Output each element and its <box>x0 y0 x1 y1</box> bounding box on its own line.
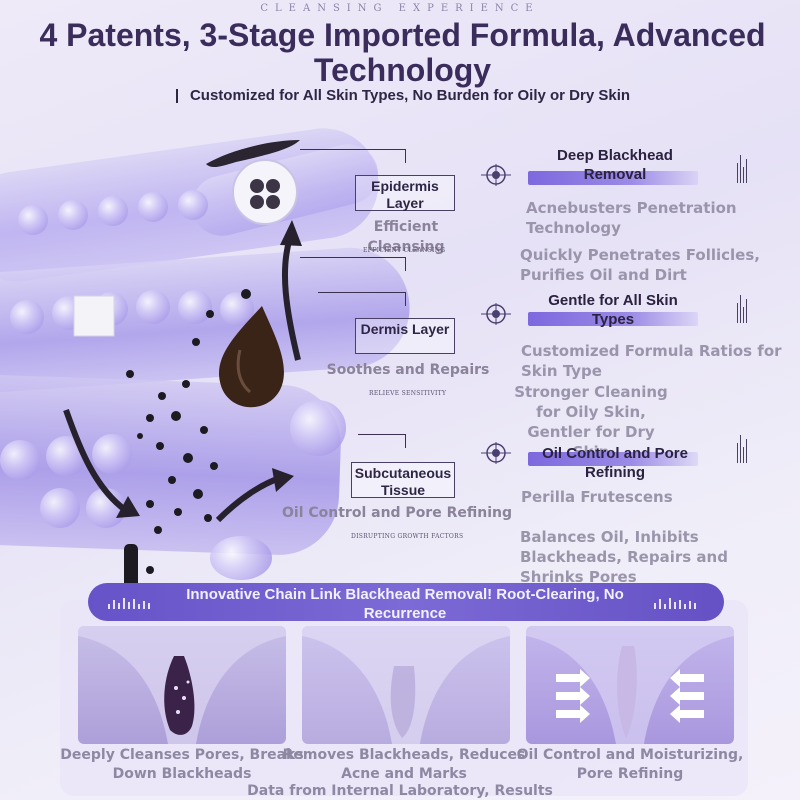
layer-label-subcutaneous: Subcutaneous Tissue <box>351 462 455 498</box>
arrow-icon <box>215 475 281 523</box>
feature-bar <box>528 312 698 326</box>
feature-line: Perilla Frutescens <box>521 488 673 506</box>
pore-channel-icon <box>124 544 138 588</box>
dirt-particles <box>126 289 251 574</box>
connector-line <box>405 292 406 306</box>
pore-tool-icon <box>206 140 300 168</box>
connector-line <box>405 257 406 271</box>
pore-image-blackhead <box>78 626 286 744</box>
pore-image-cleared <box>302 626 510 744</box>
layer-tiny-caption: DISRUPTING GROWTH FACTORS <box>351 533 464 540</box>
banner <box>88 583 724 621</box>
layer-description: Oil Control and Pore Refining <box>282 505 512 521</box>
sound-bars-icon <box>654 597 700 609</box>
arrow-icon <box>63 409 130 515</box>
feature-title: Oil Control and Pore Refining <box>542 445 688 481</box>
skin-cell <box>10 300 44 334</box>
sound-bars-icon <box>737 433 747 463</box>
arrow-icon <box>272 468 294 492</box>
skin-cell <box>138 192 168 222</box>
skin-cell <box>0 440 40 480</box>
feature-title: Deep Blackhead Removal <box>557 147 673 183</box>
arrow-icon <box>116 496 140 518</box>
skin-cell <box>98 196 128 226</box>
connector-line <box>300 257 406 258</box>
feature-line: Balances Oil, Inhibits Blackheads, Repai… <box>520 528 728 586</box>
layer-tiny-caption: EFFICIENT CLEANSING <box>363 247 446 254</box>
layer-description: Soothes and Repairs <box>326 362 490 378</box>
page-title: 4 Patents, 3-Stage Imported Formula, Adv… <box>39 17 766 88</box>
skin-cell <box>136 290 170 324</box>
skin-cell <box>58 200 88 230</box>
skin-cell <box>210 536 272 580</box>
sound-bars-icon <box>737 153 747 183</box>
sound-bars-icon <box>737 293 747 323</box>
feature-line: Acnebusters Penetration Technology <box>526 199 737 237</box>
connector-line <box>300 149 406 150</box>
layer-tiny-caption: RELIEVE SENSITIVITY <box>369 390 447 397</box>
target-icon <box>481 164 511 186</box>
feature-bar <box>528 171 698 185</box>
banner-text: Innovative Chain Link Blackhead Removal!… <box>186 586 624 622</box>
subtitle-bar <box>176 89 178 103</box>
arrow-icon <box>556 669 704 723</box>
sound-bars-icon <box>108 597 154 609</box>
cleansing-diagram <box>63 140 302 588</box>
feature-line: Customized Formula Ratios for Skin Type <box>521 342 782 380</box>
connector-line <box>358 434 406 435</box>
layer-label-dermis: Dermis Layer <box>355 318 455 354</box>
skin-cell <box>178 190 208 220</box>
target-icon <box>481 442 511 464</box>
feature-bar <box>528 452 698 466</box>
skin-cell <box>178 290 212 324</box>
skin-cell <box>92 434 132 474</box>
layer-description: Efficient Cleansing <box>367 219 445 255</box>
panel-caption: Removes Blackheads, Reduces Acne and Mar… <box>282 747 526 782</box>
feature-line: Stronger Cleaning for Oily Skin, Gentler… <box>514 383 668 461</box>
layer-label-epidermis: Epidermis Layer <box>355 175 455 211</box>
page-subtitle: Customized for All Skin Types, No Burden… <box>189 87 631 104</box>
tagline: CLEANSING EXPERIENCE <box>260 3 540 14</box>
skin-cell <box>290 400 346 456</box>
feature-title: Gentle for All Skin Types <box>548 292 678 328</box>
connector-line <box>405 149 406 163</box>
arrow-icon <box>280 220 302 246</box>
arrow-icon <box>281 237 301 361</box>
panel-caption: Oil Control and Moisturizing, Pore Refin… <box>516 747 744 782</box>
connector-line <box>318 292 406 293</box>
skin-cell <box>18 205 48 235</box>
footer-note: Data from Internal Laboratory, Results <box>247 783 553 799</box>
panel-caption: Deeply Cleanses Pores, Breaks Down Black… <box>60 747 304 782</box>
pore-image-refined <box>526 626 734 744</box>
skin-cell <box>40 488 80 528</box>
pore-ring-icon <box>232 159 298 225</box>
feature-line: Quickly Penetrates Follicles, Purifies O… <box>520 246 760 284</box>
cube-icon <box>73 295 115 337</box>
target-icon <box>481 303 511 325</box>
blackhead-drop-icon <box>219 306 284 408</box>
connector-line <box>405 434 406 448</box>
